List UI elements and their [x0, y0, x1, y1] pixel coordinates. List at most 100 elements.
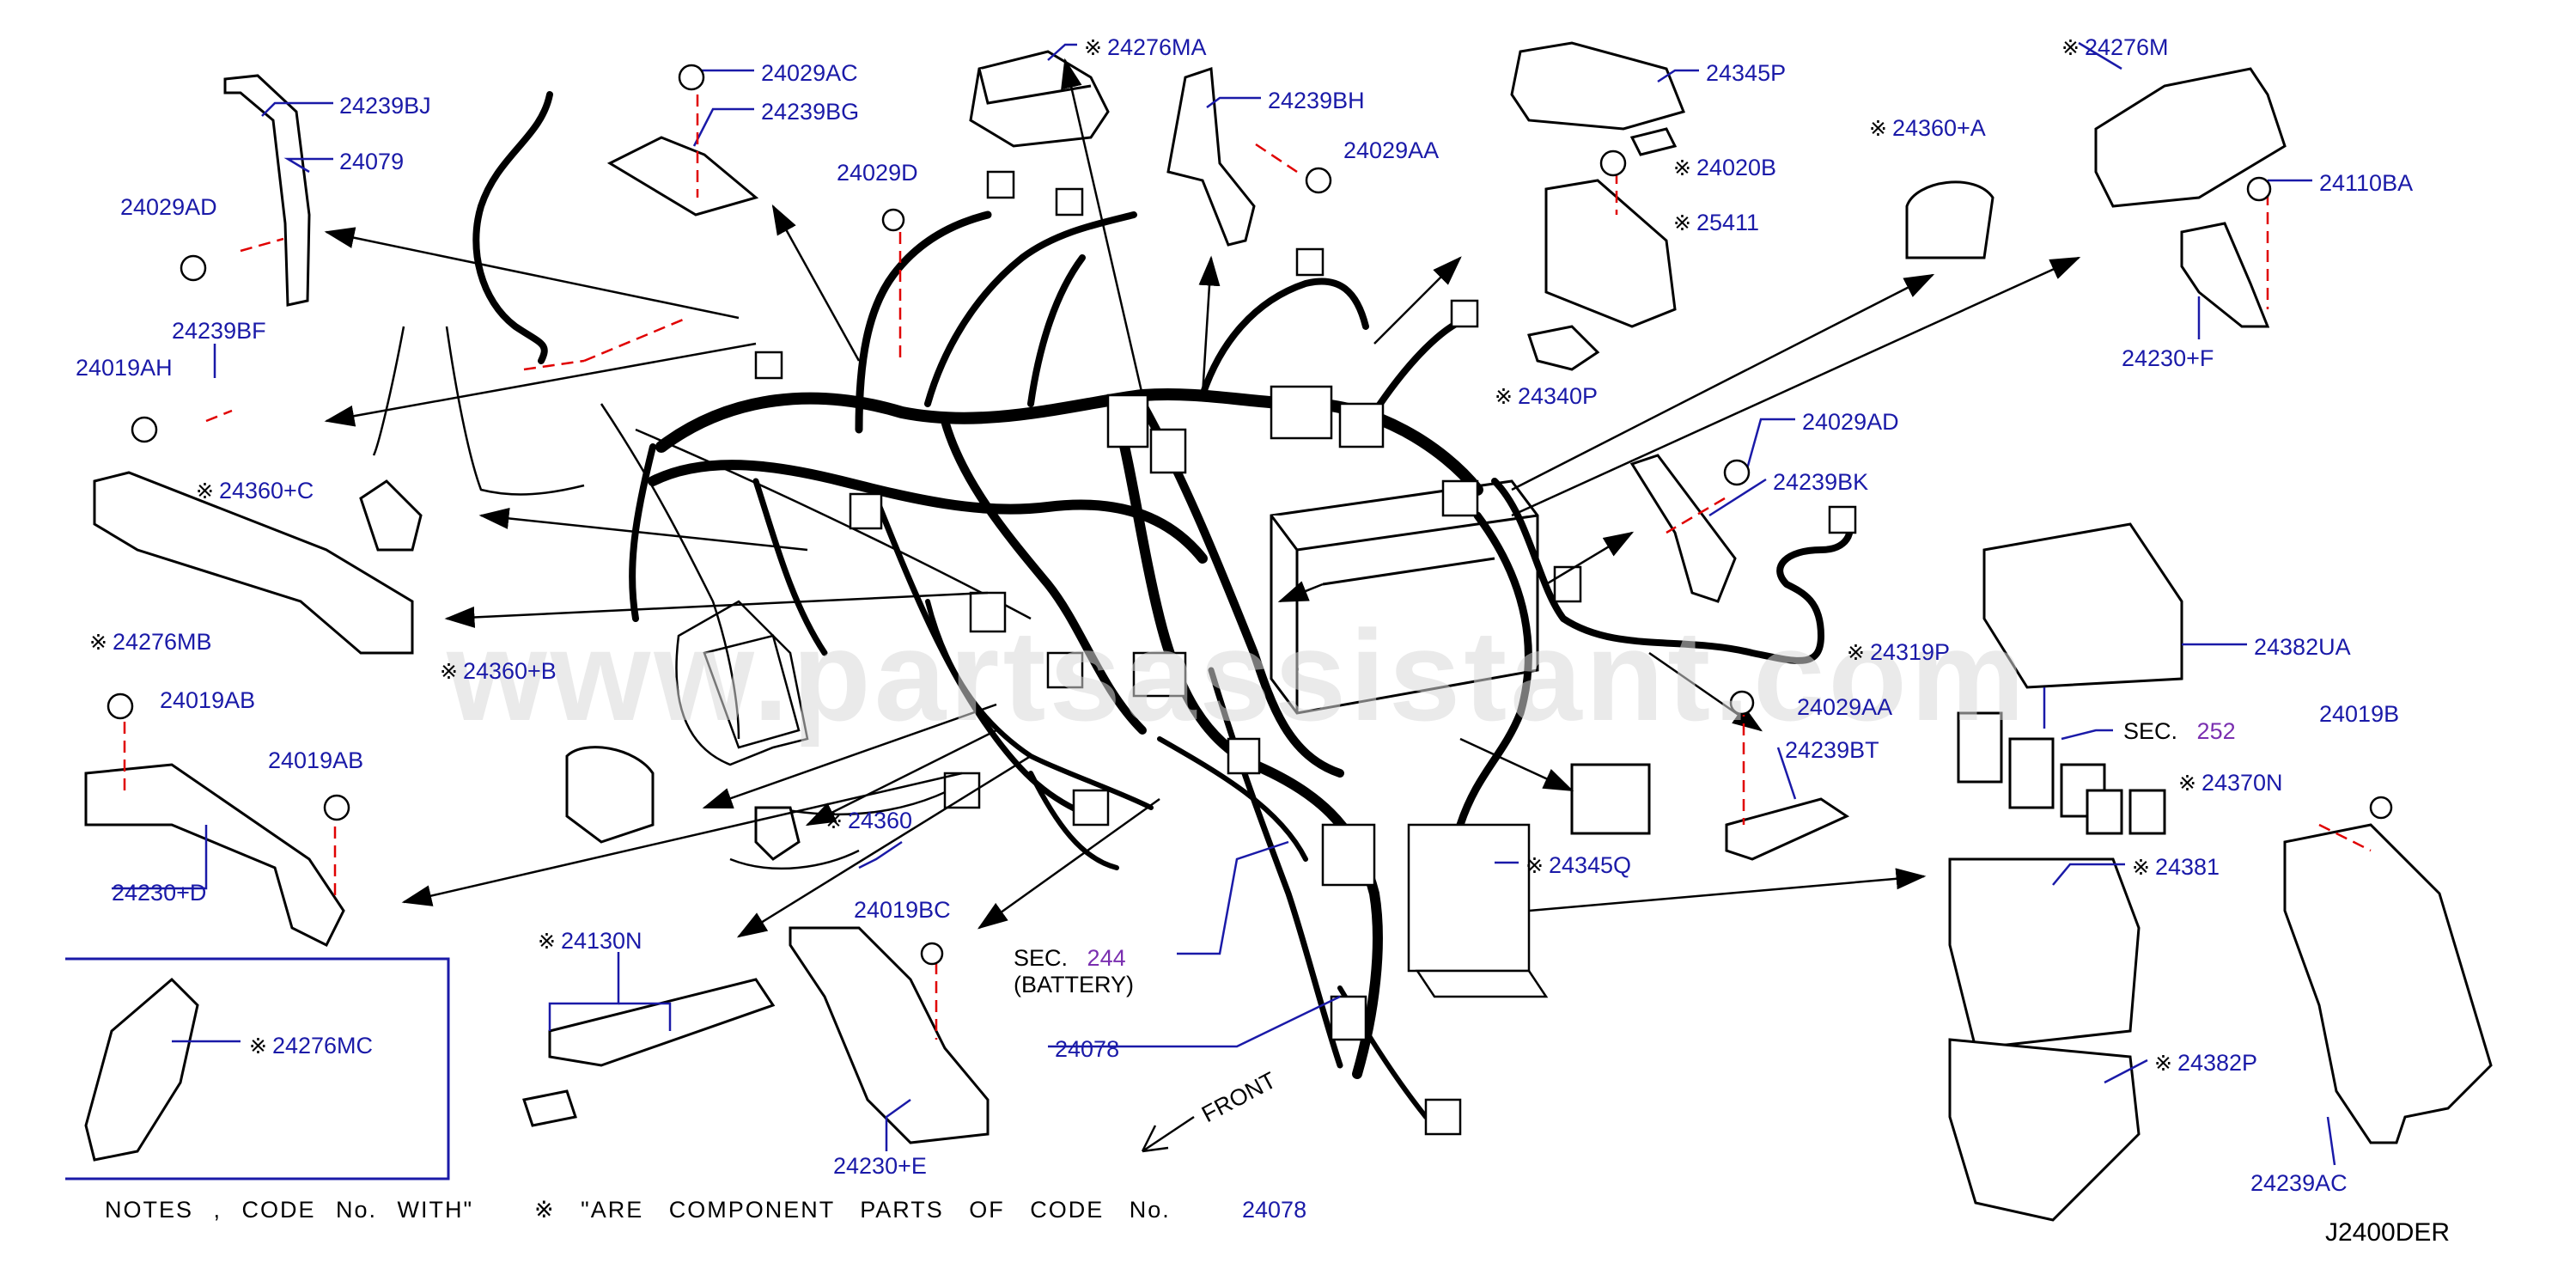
notes-left: NOTES , CODE No. WITH" — [105, 1197, 474, 1223]
marker-symbol: ※ — [2178, 772, 2196, 796]
bracket-24239BH — [1166, 66, 1256, 247]
part-number: 24019AH — [76, 355, 173, 381]
bracket-24239AC — [2283, 823, 2493, 1144]
part-label-24019ab-2[interactable]: 24019AB — [268, 749, 363, 772]
notes-right: ※ "ARE COMPONENT PARTS OF CODE No. — [534, 1197, 1171, 1223]
bracket-24239BJ — [223, 74, 311, 307]
part-label-24239ac[interactable]: 24239AC — [2250, 1172, 2348, 1195]
section-prefix: SEC. — [2123, 718, 2178, 744]
part-label-24382p[interactable]: ※24382P — [2154, 1052, 2257, 1075]
part-label-24319p[interactable]: ※24319P — [1847, 641, 1950, 664]
part-number: 24360+C — [218, 478, 314, 503]
part-label-24020b[interactable]: ※24020B — [1673, 156, 1776, 180]
part-label-24239bk[interactable]: 24239BK — [1773, 471, 1868, 494]
part-label-24360[interactable]: ※24360 — [825, 809, 912, 833]
part-number: 24078 — [1055, 1036, 1120, 1062]
part-label-24130n[interactable]: ※24130N — [538, 930, 642, 953]
marker-symbol: ※ — [1847, 641, 1865, 665]
part-number: 24230+F — [2122, 345, 2214, 371]
part-number: 24029AD — [1802, 409, 1899, 435]
section-252[interactable]: SEC. 252 — [2123, 718, 2236, 745]
part-label-24029aa-1[interactable]: 24029AA — [1343, 139, 1439, 162]
marker-symbol: ※ — [196, 479, 214, 503]
part-label-24276ma[interactable]: ※24276MA — [1084, 36, 1207, 59]
part-label-24239bg[interactable]: 24239BG — [761, 101, 859, 124]
part-label-24276m[interactable]: ※24276M — [2061, 36, 2169, 59]
part-label-24029d[interactable]: 24029D — [837, 162, 918, 185]
part-number: 24029AA — [1797, 694, 1893, 720]
part-number: 25411 — [1696, 210, 1760, 235]
part-number: 24319P — [1869, 639, 1951, 665]
part-label-24078[interactable]: 24078 — [1055, 1038, 1119, 1061]
part-number: 24029AC — [761, 60, 858, 86]
front-arrow — [1141, 1115, 1195, 1153]
part-label-24276mc[interactable]: ※24276MC — [249, 1034, 373, 1058]
marker-symbol: ※ — [1673, 211, 1691, 235]
notes-frame — [65, 957, 450, 1180]
part-number: 24382P — [2177, 1050, 2258, 1076]
part-label-24360a[interactable]: ※24360+A — [1869, 117, 1986, 140]
bracket-24230F — [2180, 222, 2270, 328]
marker-symbol: ※ — [2061, 36, 2080, 60]
battery — [1270, 479, 1539, 715]
part-label-24360b[interactable]: ※24360+B — [440, 660, 557, 683]
part-label-24360c[interactable]: ※24360+C — [196, 479, 314, 503]
marker-symbol: ※ — [89, 631, 107, 655]
engine-bay-outline — [372, 326, 1032, 870]
bracket-24239BG — [606, 136, 759, 217]
part-label-24079[interactable]: 24079 — [339, 150, 404, 174]
part-label-24019ab-1[interactable]: 24019AB — [160, 689, 255, 712]
part-label-24029ad-1[interactable]: 24029AD — [120, 196, 217, 219]
part-number: 24239BT — [1785, 737, 1879, 763]
part-label-24230e[interactable]: 24230+E — [833, 1155, 927, 1178]
part-number: 24110BA — [2319, 170, 2414, 196]
marker-symbol: ※ — [2132, 856, 2150, 880]
part-number: 24019AB — [268, 747, 364, 773]
part-label-24239bt[interactable]: 24239BT — [1785, 739, 1879, 762]
part-label-24345p[interactable]: 24345P — [1706, 62, 1786, 85]
marker-symbol: ※ — [1673, 156, 1691, 180]
bracket-24239BK — [1629, 454, 1737, 603]
harness-24079 — [472, 91, 553, 364]
part-label-24019ah[interactable]: 24019AH — [76, 357, 173, 380]
part-label-25411[interactable]: ※25411 — [1673, 211, 1759, 235]
section-suffix: (BATTERY) — [1014, 972, 1135, 998]
part-label-24230d[interactable]: 24230+D — [112, 882, 206, 905]
cover-24382UA — [1982, 522, 2183, 689]
part-label-24019bc[interactable]: 24019BC — [854, 899, 951, 922]
diagram-code: J2400DER — [2325, 1218, 2451, 1247]
harness-connectors — [754, 170, 1857, 1136]
part-label-24381[interactable]: ※24381 — [2132, 856, 2220, 879]
marker-symbol: ※ — [1869, 117, 1887, 141]
part-number: 24345Q — [1548, 852, 1632, 878]
cap-24360A — [1905, 180, 1994, 259]
part-number: 24276MB — [112, 629, 212, 655]
part-label-24239bh[interactable]: 24239BH — [1268, 89, 1365, 113]
part-label-24230f[interactable]: 24230+F — [2122, 347, 2214, 370]
part-number: 24276MC — [271, 1033, 374, 1058]
part-label-24019b[interactable]: 24019B — [2319, 703, 2399, 726]
part-label-24340p[interactable]: ※24340P — [1495, 385, 1598, 408]
fuses-24370N — [2086, 789, 2166, 835]
marker-symbol: ※ — [538, 930, 556, 954]
section-244[interactable]: SEC. 244 (BATTERY) — [1014, 945, 1134, 998]
marker-symbol: ※ — [825, 809, 843, 833]
marker-symbol: ※ — [1084, 36, 1102, 60]
part-number: 24019B — [2319, 701, 2400, 727]
part-label-24029ac[interactable]: 24029AC — [761, 62, 858, 85]
part-label-24276mb[interactable]: ※24276MB — [89, 631, 212, 654]
part-number: 24239BG — [761, 99, 860, 125]
notes-code[interactable]: 24078 — [1242, 1197, 1307, 1223]
part-label-24239bf[interactable]: 24239BF — [172, 320, 266, 343]
part-label-24382ua[interactable]: 24382UA — [2254, 636, 2351, 659]
part-label-24110ba[interactable]: 24110BA — [2319, 172, 2413, 195]
part-label-24029ad-2[interactable]: 24029AD — [1802, 411, 1899, 434]
marker-symbol: ※ — [1526, 854, 1544, 878]
part-label-24029aa-2[interactable]: 24029AA — [1797, 696, 1892, 719]
bracket-24239BT — [1725, 797, 1850, 861]
part-number: 24230+E — [833, 1153, 927, 1179]
part-label-24345q[interactable]: ※24345Q — [1526, 854, 1631, 877]
part-label-24239bj[interactable]: 24239BJ — [339, 95, 431, 118]
part-label-24370n[interactable]: ※24370N — [2178, 772, 2283, 795]
left-side-parts — [84, 471, 990, 1162]
